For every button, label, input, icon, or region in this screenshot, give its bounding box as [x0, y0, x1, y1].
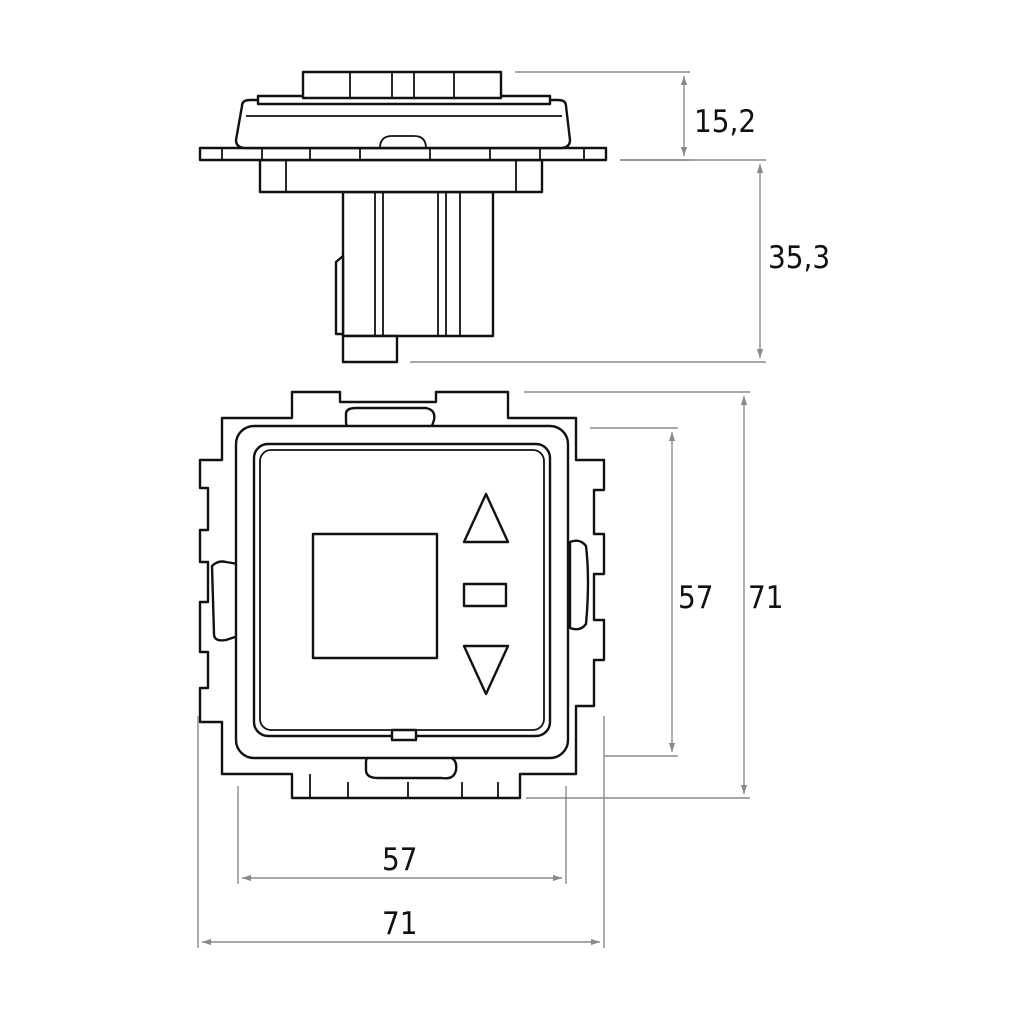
- side-view: [198, 70, 608, 364]
- dim-front-height: 15,2: [694, 104, 756, 140]
- dimensions: 15,2 35,3 57 71 57 71: [197, 71, 830, 948]
- mounting-frame: [258, 158, 544, 194]
- connector-foot: [341, 334, 399, 364]
- dim-inner-width: 57: [382, 842, 417, 878]
- button-block: [301, 70, 503, 100]
- front-view: [198, 390, 606, 800]
- dim-inner-height: 57: [678, 580, 713, 616]
- mounting-plate: [198, 146, 608, 162]
- triangle-up-icon: [462, 492, 510, 544]
- terminal-housing: [341, 190, 495, 338]
- right-clip: [568, 539, 590, 631]
- triangle-down-icon: [462, 644, 510, 696]
- display-window: [311, 532, 439, 660]
- cover-frame-side: [234, 98, 572, 150]
- dim-outer-width: 71: [382, 906, 417, 942]
- dim-outer-height: 71: [748, 580, 783, 616]
- left-clip: [210, 560, 240, 642]
- dim-depth: 35,3: [768, 240, 830, 276]
- rectangle-stop-icon: [462, 582, 508, 608]
- release-notch: [390, 728, 418, 742]
